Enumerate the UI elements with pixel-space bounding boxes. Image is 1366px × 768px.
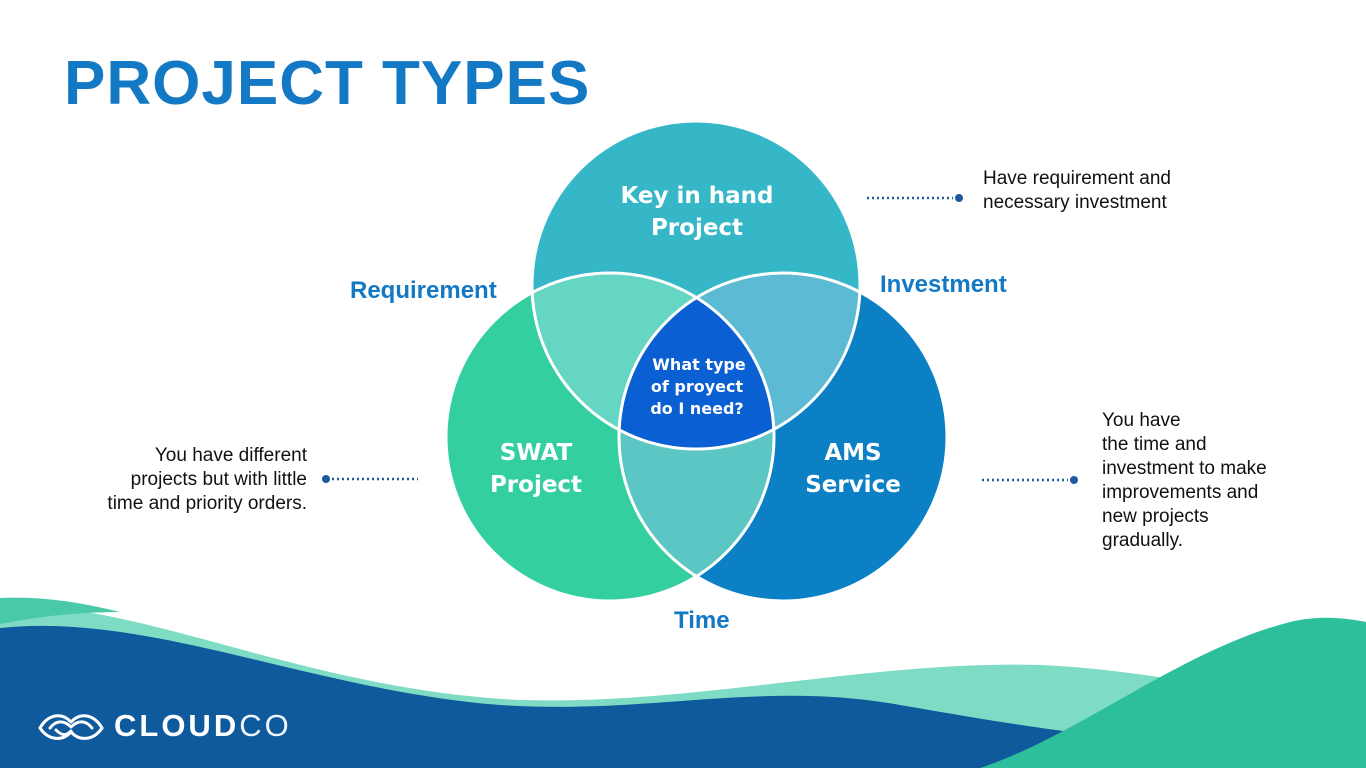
- description-left: You have different projects but with lit…: [107, 444, 307, 516]
- label-investment: Investment: [880, 271, 1007, 298]
- cloudco-logo: CLOUDCO: [36, 706, 292, 746]
- circle-left-line-1: SWAT: [500, 440, 573, 466]
- circle-left-line-2: Project: [490, 472, 582, 498]
- wave-teal-right: [980, 617, 1366, 768]
- description-right-line: improvements and: [1102, 482, 1259, 503]
- slide-title: PROJECT TYPES: [64, 49, 591, 118]
- circle-top-line-2: Project: [651, 215, 743, 241]
- description-top-right: Have requirement and necessary investmen…: [983, 167, 1171, 215]
- description-left-line: You have different: [154, 445, 307, 466]
- connector-top-right-dot: [955, 194, 963, 202]
- circle-right-line-2: Service: [805, 472, 901, 498]
- center-line-3: do I need?: [650, 399, 743, 418]
- label-requirement: Requirement: [350, 277, 497, 304]
- description-left-line: time and priority orders.: [107, 493, 307, 514]
- wave-dark-blue: [0, 625, 1366, 768]
- description-right-line: gradually.: [1102, 530, 1183, 551]
- logo-text-light: CO: [239, 708, 292, 743]
- description-right-line: You have: [1102, 410, 1181, 431]
- center-line-1: What type: [652, 355, 746, 374]
- cloud-logo-icon: [38, 714, 104, 740]
- circle-right-line-1: AMS: [824, 440, 881, 466]
- outline-right: [617, 271, 949, 603]
- description-right-line: investment to make: [1102, 458, 1267, 479]
- description-top-right-line: Have requirement and: [983, 168, 1171, 189]
- label-time: Time: [674, 607, 730, 634]
- description-right: You have the time and investment to make…: [1102, 409, 1267, 553]
- outline-left: [444, 271, 776, 603]
- connector-right-dot: [1070, 476, 1078, 484]
- connector-left-dot: [322, 475, 330, 483]
- description-right-line: new projects: [1102, 506, 1209, 527]
- wave-teal-left-edge: [0, 597, 120, 624]
- circle-top-line-1: Key in hand: [620, 183, 773, 209]
- description-left-line: projects but with little: [130, 469, 307, 490]
- center-line-2: of proyect: [651, 377, 744, 396]
- description-right-line: the time and: [1102, 434, 1207, 455]
- overlap-center: [619, 273, 774, 449]
- outline-top: [530, 119, 862, 451]
- logo-wordmark: CLOUDCO: [114, 708, 292, 744]
- description-top-right-line: necessary investment: [983, 192, 1167, 213]
- logo-text-bold: CLOUD: [114, 708, 240, 743]
